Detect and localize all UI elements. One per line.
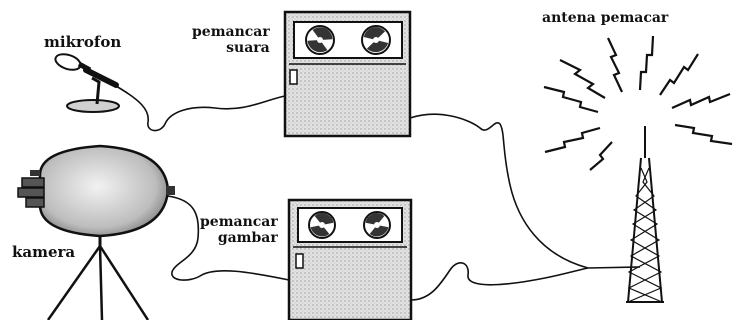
lightning-bolt-icon — [660, 54, 698, 95]
audio-transmitter-label-line1: pemancar — [192, 24, 270, 40]
audio-transmitter-label-line2: suara — [192, 40, 270, 56]
lightning-bolt-icon — [672, 94, 730, 108]
lightning-bolt-icon — [560, 60, 605, 98]
video-transmitter-label-line1: pemancar — [200, 214, 278, 230]
antenna-label: antena pemacar — [542, 10, 668, 26]
video-transmitter-label: pemancar gambar — [200, 214, 278, 246]
camera-icon — [18, 146, 175, 246]
lightning-bolt-icon — [544, 87, 598, 112]
microphone-label: mikrofon — [44, 34, 121, 50]
transmitter-reel-icon — [362, 25, 390, 55]
lightning-bolt-icon — [590, 142, 612, 170]
lightning-bolt-icon — [640, 36, 653, 90]
signal-bolts — [544, 36, 732, 170]
audio-transmitter-label: pemancar suara — [192, 24, 270, 56]
video-transmitter-label-line2: gambar — [200, 230, 278, 246]
video-transmitter-box — [289, 200, 411, 320]
lightning-bolt-icon — [608, 38, 622, 92]
antenna-tower-icon — [626, 126, 664, 302]
microphone-icon — [53, 51, 119, 112]
audio-transmitter-box — [285, 12, 410, 136]
lightning-bolt-icon — [545, 128, 600, 152]
lightning-bolt-icon — [675, 125, 732, 144]
camera-label: kamera — [12, 244, 75, 260]
